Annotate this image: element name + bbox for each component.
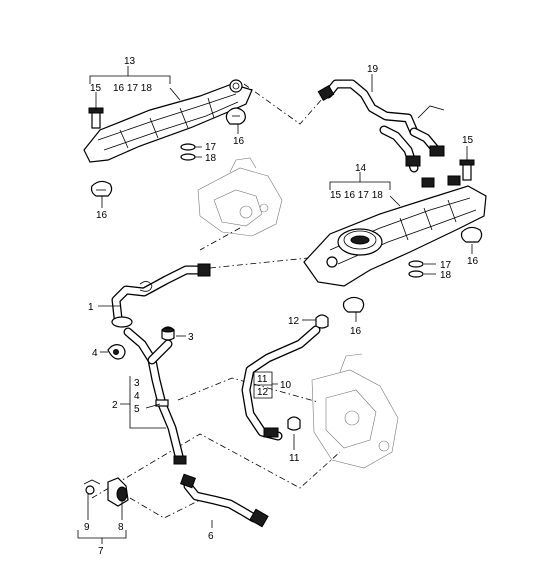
cap-3: [161, 326, 175, 341]
callout-3-upper: 3: [188, 332, 194, 343]
clamp-12-upper: [315, 314, 329, 329]
callout-16-right-lower: 16: [350, 326, 362, 337]
clip-16-left-lower: [90, 180, 113, 197]
callout-16-left-lower: 16: [96, 210, 108, 221]
callout-16-right-upper: 16: [467, 256, 479, 267]
callout-5: 5: [134, 404, 140, 415]
clip-16-left-upper: [225, 107, 246, 125]
callout-15-right: 15: [462, 135, 474, 146]
callout-1: 1: [88, 302, 94, 313]
seal-ring-17-right: [408, 260, 424, 268]
callout-19: 19: [367, 64, 379, 75]
bolt-15-right: [459, 159, 475, 181]
engine-background-sketch-upper: [197, 157, 283, 237]
callout-15-left: 15: [90, 83, 102, 94]
clip-16-right-lower: [342, 296, 365, 313]
engine-background-sketch-lower: [311, 353, 399, 469]
cylinder-head-cover-right: [303, 175, 487, 287]
clip-16-right-upper: [460, 226, 483, 243]
callout-4-lower: 4: [134, 391, 140, 402]
callout-17-left: 17: [205, 142, 217, 153]
seal-ring-18-right: [408, 270, 424, 278]
clamp-11-lower: [287, 416, 301, 431]
valve-assembly-7: [83, 477, 129, 507]
callout-8: 8: [118, 522, 124, 533]
callout-7: 7: [98, 546, 104, 557]
callout-3-lower: 3: [134, 378, 140, 389]
clamp-4: [107, 344, 126, 360]
hose-1: [111, 263, 211, 328]
callout-16-left-upper: 16: [233, 136, 245, 147]
hose-6: [180, 473, 269, 528]
callout-12-box: 12: [257, 387, 269, 398]
breather-pipe-19: [317, 79, 445, 173]
callout-12-upper: 12: [288, 316, 300, 327]
leader-lines: [77, 66, 473, 544]
callout-10: 10: [280, 380, 292, 391]
callout-14: 14: [355, 163, 367, 174]
callout-13-sub: 16 17 18: [113, 83, 152, 94]
callout-6: 6: [208, 531, 214, 542]
callout-11-lower: 11: [289, 453, 300, 464]
callout-17-right: 17: [440, 260, 452, 271]
hose-2: [123, 327, 187, 465]
callout-14-sub: 15 16 17 18: [330, 190, 383, 201]
callout-2: 2: [112, 400, 118, 411]
callout-18-left: 18: [205, 153, 217, 164]
callout-13: 13: [124, 56, 136, 67]
callout-9: 9: [84, 522, 90, 533]
callout-4-upper: 4: [92, 348, 98, 359]
cylinder-head-cover-left: [83, 79, 253, 163]
seal-ring-18-left: [180, 153, 196, 161]
callout-labels: 13 15 16 17 18 17 18 16 16 19 15 14 15 1…: [84, 56, 479, 557]
hose-10: [241, 325, 321, 441]
connection-lines: [91, 83, 341, 519]
seal-ring-17-left: [180, 143, 196, 151]
bolt-15-left: [88, 107, 104, 129]
callout-11-box: 11: [257, 374, 268, 385]
callout-18-right: 18: [440, 270, 452, 281]
